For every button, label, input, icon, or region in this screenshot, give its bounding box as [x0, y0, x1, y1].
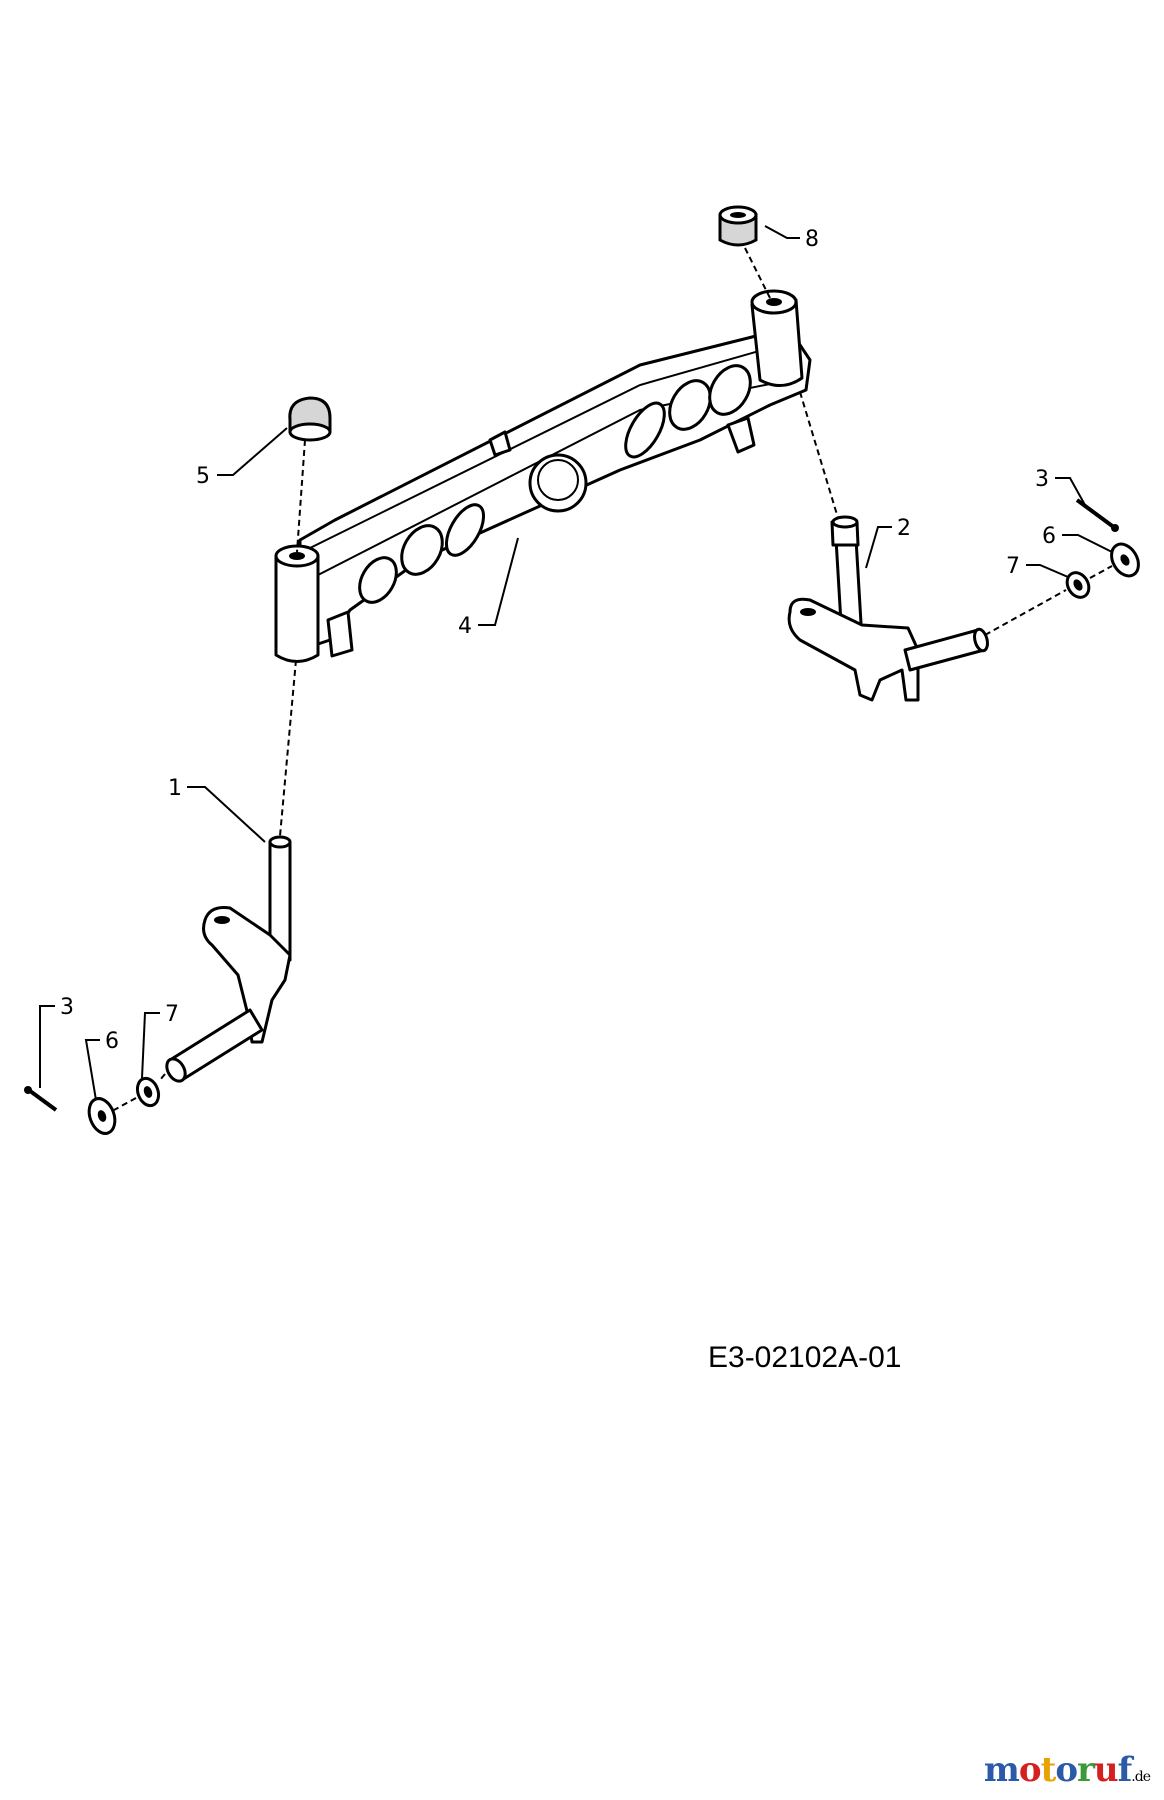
- site-watermark: motoruf.de: [983, 1750, 1151, 1790]
- left-spindle-part: [165, 835, 292, 1083]
- cotter-pin-right: [1075, 498, 1119, 532]
- cap-part: [288, 396, 332, 442]
- callout-7-left: 7: [165, 1002, 179, 1027]
- spacer-right: [1065, 571, 1091, 599]
- bushing-part: [718, 205, 758, 247]
- drawing-code: E3-02102A-01: [708, 1341, 901, 1374]
- callout-7-right: 7: [1006, 554, 1020, 579]
- watermark-suffix: .de: [1131, 1769, 1151, 1785]
- callout-8: 8: [805, 227, 819, 252]
- watermark-letter: u: [1093, 1750, 1119, 1790]
- watermark-letter: f: [1117, 1750, 1133, 1790]
- callout-5: 5: [196, 464, 210, 489]
- callout-6-right: 6: [1042, 524, 1056, 549]
- watermark-letter: r: [1077, 1750, 1095, 1790]
- callout-2: 2: [897, 516, 911, 541]
- cotter-pin-left: [24, 1086, 58, 1112]
- leader-lines: [39, 225, 1113, 1101]
- callout-3-right: 3: [1035, 467, 1049, 492]
- callout-4: 4: [458, 614, 472, 639]
- watermark-letter: m: [983, 1750, 1020, 1790]
- callout-3-left: 3: [60, 995, 74, 1020]
- front-axle-part: [274, 289, 812, 663]
- callout-1: 1: [168, 776, 182, 801]
- spacer-left: [135, 1076, 161, 1108]
- watermark-letter: o: [1018, 1750, 1042, 1790]
- watermark-letter: t: [1040, 1750, 1057, 1790]
- right-spindle-part: [787, 515, 989, 702]
- washer-left: [87, 1097, 117, 1135]
- callout-6-left: 6: [105, 1029, 119, 1054]
- washer-right: [1110, 542, 1140, 578]
- watermark-letter: o: [1055, 1750, 1078, 1790]
- callout-labels: 1 2 3 4 5 6 7 8 3 6 7: [60, 227, 1056, 1054]
- assembly-lines: [113, 247, 1113, 1111]
- watermark-text: motoruf: [983, 1750, 1133, 1790]
